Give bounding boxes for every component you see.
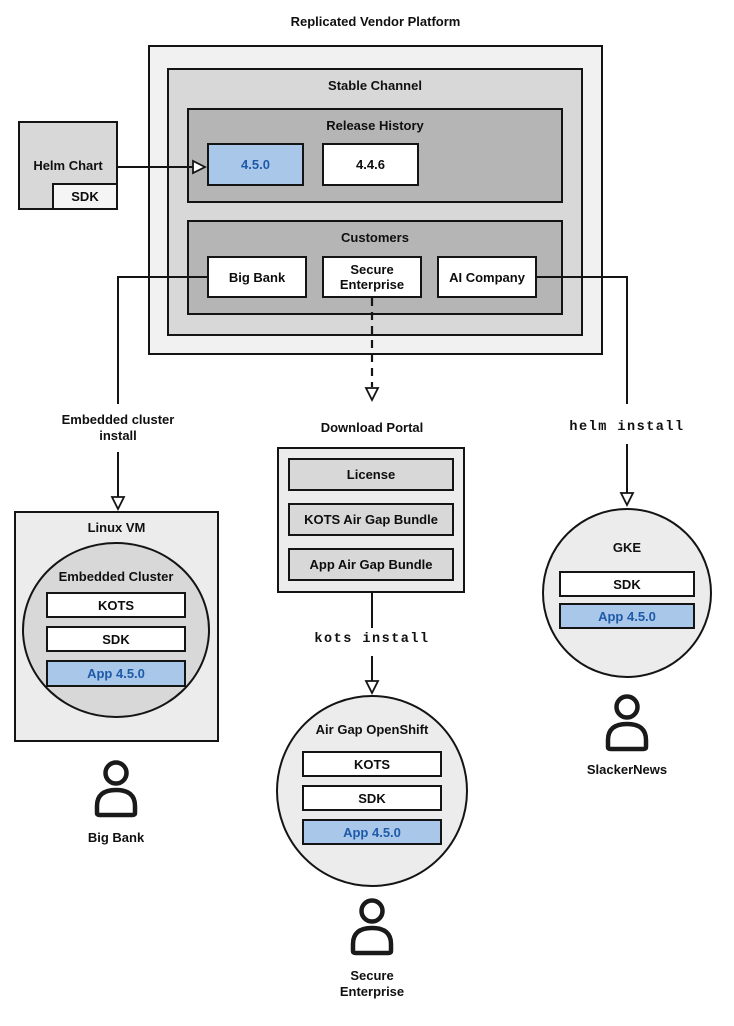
stable-channel-label: Stable Channel xyxy=(328,78,422,93)
linux-vm-sdk-row: SDK xyxy=(46,626,186,652)
big-bank-user-label: Big Bank xyxy=(87,830,145,845)
linux-vm-app-row: App 4.5.0 xyxy=(46,660,186,687)
openshift-sdk-row: SDK xyxy=(302,785,442,811)
embedded-install-label: Embedded cluster install xyxy=(61,412,175,443)
app-airgap-bundle-row: App Air Gap Bundle xyxy=(288,548,454,581)
kots-airgap-bundle-row: KOTS Air Gap Bundle xyxy=(288,503,454,536)
release-history-label: Release History xyxy=(326,118,424,133)
helm-chart-sdk-box: SDK xyxy=(52,183,118,210)
openshift-kots-row: KOTS xyxy=(302,751,442,777)
airgap-openshift-label: Air Gap OpenShift xyxy=(315,722,429,737)
kots-install-arrowhead xyxy=(364,680,380,696)
download-portal-label: Download Portal xyxy=(320,420,424,435)
kots-install-label: kots install xyxy=(314,632,430,647)
release-version-current: 4.5.0 xyxy=(207,143,304,186)
user-icon xyxy=(94,760,138,818)
gke-sdk-row: SDK xyxy=(559,571,695,597)
customer-secure-enterprise: Secure Enterprise xyxy=(322,256,422,298)
user-icon xyxy=(350,898,394,956)
linux-vm-label: Linux VM xyxy=(87,520,146,535)
customer-big-bank: Big Bank xyxy=(207,256,307,298)
embedded-cluster-label: Embedded Cluster xyxy=(58,569,174,584)
diagram-title: Replicated Vendor Platform xyxy=(290,14,461,29)
secure-enterprise-user-label: Secure Enterprise xyxy=(339,968,405,999)
release-version-previous: 4.4.6 xyxy=(322,143,419,186)
helm-install-label: helm install xyxy=(569,420,685,435)
customers-label: Customers xyxy=(341,230,409,245)
big-bank-arrowhead xyxy=(110,496,126,512)
openshift-app-row: App 4.5.0 xyxy=(302,819,442,845)
gke-label: GKE xyxy=(612,540,642,555)
customer-ai-company: AI Company xyxy=(437,256,537,298)
linux-vm-kots-row: KOTS xyxy=(46,592,186,618)
license-row: License xyxy=(288,458,454,491)
gke-app-row: App 4.5.0 xyxy=(559,603,695,629)
secure-enterprise-arrowhead xyxy=(364,387,380,403)
helm-chart-label: Helm Chart xyxy=(33,158,103,173)
helm-install-arrowhead xyxy=(619,492,635,508)
user-icon xyxy=(605,694,649,752)
slackernews-user-label: SlackerNews xyxy=(586,762,668,777)
